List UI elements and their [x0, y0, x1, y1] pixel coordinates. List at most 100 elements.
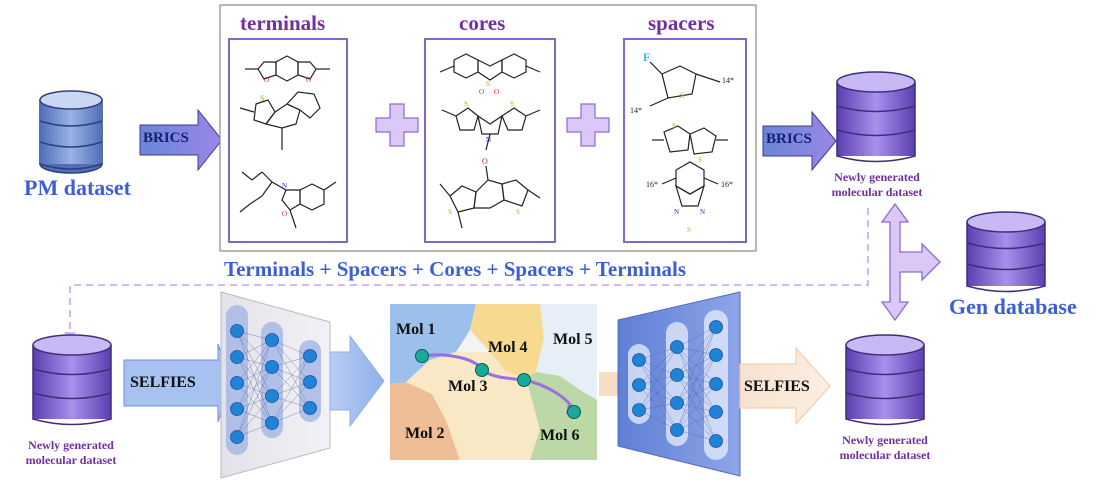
svg-text:S: S: [698, 156, 702, 164]
spacer-molecule-2: S S: [652, 122, 728, 164]
plus-icon: [375, 103, 419, 147]
network-connection: [676, 374, 717, 442]
network-node: [670, 423, 684, 437]
svg-text:N: N: [700, 208, 705, 216]
network-connection: [236, 330, 273, 368]
network-connection: [638, 384, 678, 431]
network-connection: [676, 402, 717, 442]
brics-arrow-right: [762, 110, 837, 172]
brics-arrow-left: [139, 108, 223, 172]
spacer-dummy-label: 16*: [721, 180, 733, 189]
network-connection: [638, 384, 678, 404]
svg-text:S: S: [260, 94, 264, 103]
network-connection: [271, 381, 311, 424]
assembly-formula: Terminals + Spacers + Cores + Spacers + …: [224, 257, 687, 281]
spacer-dummy-label: 14*: [630, 106, 642, 115]
three-way-arrow: [880, 202, 941, 322]
network-connection: [676, 326, 717, 376]
mol-4-label: Mol 4: [488, 339, 528, 356]
svg-text:S: S: [680, 91, 684, 100]
network-connection: [236, 330, 273, 397]
spacer-molecule-1: S: [649, 61, 721, 107]
network-connection: [676, 326, 717, 348]
gen-database-label: Gen database: [949, 294, 1077, 319]
mol-6-label: Mol 6: [540, 427, 580, 444]
latent-to-decoder-arrow: [599, 372, 618, 396]
network-node: [303, 349, 317, 363]
network-connection: [638, 374, 678, 411]
network-node: [230, 350, 244, 364]
cores-title: cores: [459, 11, 506, 35]
terminal-molecule-3: O N: [239, 171, 337, 229]
svg-text:N: N: [282, 182, 287, 190]
spacer-dummy-label: 16*: [646, 180, 658, 189]
network-connection: [236, 330, 273, 424]
network-node: [303, 401, 317, 415]
network-connection: [271, 355, 311, 397]
encoder-to-latent-arrow: [329, 334, 385, 428]
network-connection: [271, 339, 311, 383]
svg-text:S: S: [516, 208, 520, 216]
svg-text:S: S: [687, 226, 691, 234]
network-connection: [236, 339, 273, 410]
svg-text:O: O: [306, 76, 311, 84]
network-connection: [236, 366, 273, 438]
terminal-molecule-1: O O: [245, 55, 330, 84]
network-node: [709, 320, 723, 334]
mol-5-label: Mol 5: [553, 331, 593, 348]
brics-left-label: BRICS: [143, 130, 189, 146]
brics-right-label: BRICS: [766, 131, 812, 147]
network-connection: [638, 346, 678, 386]
svg-text:N: N: [674, 208, 679, 216]
plus-icon: [566, 103, 610, 147]
network-node: [230, 324, 244, 338]
svg-text:S: S: [464, 100, 468, 108]
network-node: [230, 402, 244, 416]
network-connection: [638, 409, 678, 431]
selfies-decoder-label: SELFIES: [744, 378, 810, 395]
network-node: [670, 368, 684, 382]
terminals-title: terminals: [240, 11, 326, 35]
core-molecule-1: S O O: [439, 53, 541, 96]
network-connection: [236, 382, 273, 424]
input-dataset-database-icon: [32, 334, 112, 426]
network-connection: [676, 383, 717, 431]
network-connection: [236, 356, 273, 424]
network-node: [265, 333, 279, 347]
svg-text:S: S: [672, 122, 676, 130]
network-node: [709, 405, 723, 419]
feedback-dashed-line: [69, 208, 869, 338]
network-connection: [638, 346, 678, 411]
svg-text:S: S: [510, 100, 514, 108]
network-connection: [676, 354, 717, 431]
network-node: [632, 378, 646, 392]
network-connection: [236, 395, 273, 438]
spacer-molecule-3: N N S: [661, 161, 719, 234]
network-node: [303, 375, 317, 389]
network-connection: [236, 356, 273, 397]
network-connection: [638, 359, 678, 431]
network-node: [265, 360, 279, 374]
network-node: [632, 403, 646, 417]
terminal-molecule-2: S: [239, 91, 321, 150]
network-connection: [271, 339, 311, 409]
new-dataset-database-icon: [836, 71, 916, 163]
selfies-encoder-label: SELFIES: [130, 374, 196, 391]
network-node: [632, 353, 646, 367]
pm-dataset-label: PM dataset: [24, 175, 131, 200]
selfies-arrow-decoder: [739, 346, 831, 426]
network-connection: [676, 411, 717, 431]
network-node: [265, 416, 279, 430]
svg-text:N: N: [486, 136, 491, 144]
decoder-network: [617, 291, 741, 477]
spacers-title: spacers: [648, 11, 715, 35]
gen-database-icon: [966, 211, 1046, 293]
network-connection: [638, 359, 678, 404]
svg-text:O: O: [482, 157, 488, 166]
network-node: [709, 377, 723, 391]
network-node: [709, 348, 723, 362]
network-node: [230, 430, 244, 444]
